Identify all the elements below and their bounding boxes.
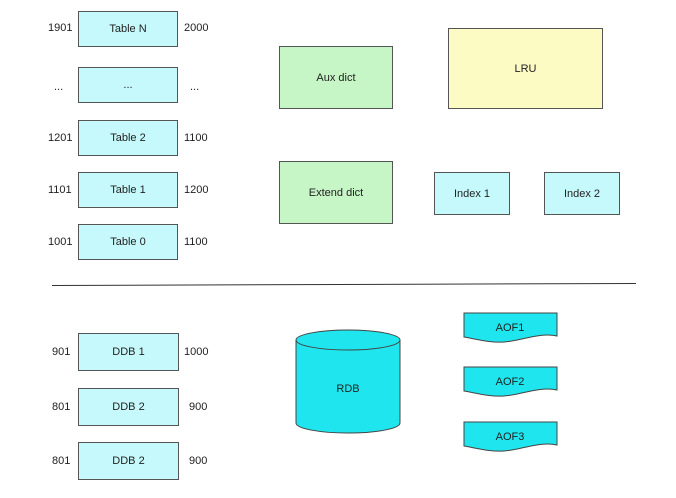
aof-3-document: AOF3 bbox=[463, 421, 558, 452]
extend-dict-label: Extend dict bbox=[308, 186, 364, 199]
table-n-box: Table N bbox=[78, 11, 178, 47]
table-0-end: 1100 bbox=[184, 236, 208, 248]
ddb-2a-label: DDB 2 bbox=[112, 401, 145, 413]
aof-3-label: AOF3 bbox=[496, 431, 525, 443]
ddb-2b-box: DDB 2 bbox=[78, 442, 179, 480]
aux-dict-box: Aux dict bbox=[279, 46, 393, 109]
table-2-box: Table 2 bbox=[78, 120, 178, 156]
ddb-2b-start: 801 bbox=[52, 455, 71, 467]
table-2-end: 1100 bbox=[184, 132, 208, 144]
aux-dict-label: Aux dict bbox=[316, 71, 356, 84]
table-0-start: 1001 bbox=[48, 236, 73, 248]
ddb-1-box: DDB 1 bbox=[78, 333, 179, 371]
index-2-box: Index 2 bbox=[544, 172, 620, 215]
index-2-label: Index 2 bbox=[563, 187, 601, 200]
ddb-1-label: DDB 1 bbox=[112, 346, 145, 358]
table-n-end: 2000 bbox=[184, 22, 209, 34]
table-ellipsis-start: ... bbox=[54, 81, 64, 93]
table-ellipsis-label: ... bbox=[123, 79, 133, 91]
ddb-2a-start: 801 bbox=[52, 401, 71, 413]
ddb-2b-end: 900 bbox=[189, 455, 208, 467]
table-1-start: 1101 bbox=[48, 184, 72, 196]
lru-box: LRU bbox=[448, 28, 603, 109]
table-1-box: Table 1 bbox=[78, 172, 178, 208]
lru-label: LRU bbox=[514, 62, 537, 75]
aof-2-document: AOF2 bbox=[463, 366, 558, 397]
table-1-end: 1200 bbox=[184, 184, 209, 196]
rdb-label: RDB bbox=[336, 383, 359, 395]
ddb-2a-end: 900 bbox=[189, 401, 208, 413]
index-1-box: Index 1 bbox=[434, 172, 510, 215]
table-n-label: Table N bbox=[109, 23, 147, 35]
ddb-2b-label: DDB 2 bbox=[112, 455, 145, 467]
rdb-cylinder: RDB bbox=[295, 329, 401, 434]
ddb-2a-box: DDB 2 bbox=[78, 388, 179, 426]
extend-dict-box: Extend dict bbox=[279, 161, 393, 224]
aof-2-label: AOF2 bbox=[496, 376, 525, 388]
table-2-label: Table 2 bbox=[110, 132, 146, 144]
aof-1-label: AOF1 bbox=[496, 322, 525, 334]
ddb-1-end: 1000 bbox=[184, 346, 209, 358]
table-0-box: Table 0 bbox=[78, 224, 178, 260]
aof-1-document: AOF1 bbox=[463, 312, 558, 343]
table-1-label: Table 1 bbox=[110, 184, 146, 196]
ddb-1-start: 901 bbox=[52, 346, 71, 358]
table-0-label: Table 0 bbox=[110, 236, 146, 248]
table-2-start: 1201 bbox=[48, 132, 73, 144]
table-n-start: 1901 bbox=[48, 22, 73, 34]
index-1-label: Index 1 bbox=[453, 187, 491, 200]
table-ellipsis-end: ... bbox=[190, 81, 200, 93]
table-ellipsis-box: ... bbox=[78, 67, 178, 103]
